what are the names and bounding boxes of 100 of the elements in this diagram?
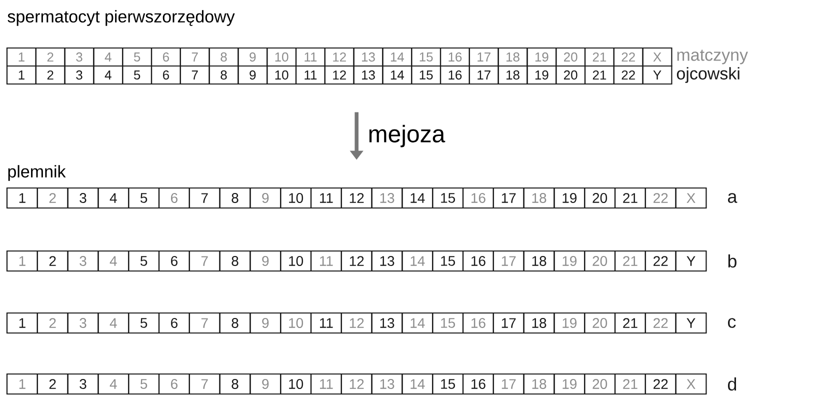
node-label: 22	[654, 193, 668, 203]
node-label: 17	[502, 256, 516, 266]
node-label: 5	[140, 318, 148, 328]
node-label: 15	[441, 318, 456, 328]
node-label: 15	[441, 256, 456, 266]
row-label: c	[728, 318, 736, 328]
node-label: 7	[201, 318, 208, 328]
node-label: 8	[220, 52, 227, 62]
node-label: 11	[320, 256, 333, 266]
node-label: 8	[232, 318, 238, 328]
node-label: 3	[80, 379, 86, 389]
node-label: 18	[532, 379, 546, 389]
node-label: 16	[448, 52, 462, 62]
node-label: 19	[562, 318, 577, 328]
node-label: X	[686, 379, 696, 389]
chromosome-row: 1 2 3 4 5 6 7 8 9 10 11 12 13 14 15 16 17 18 19 20 21 22 X	[6, 47, 672, 67]
row-label: b	[728, 254, 736, 268]
node-label: 5	[134, 70, 140, 80]
node-label: 1	[18, 52, 24, 62]
node-label: 4	[110, 256, 117, 266]
node-label: 9	[262, 193, 269, 203]
node-label: 4	[110, 318, 117, 328]
node-label: 12	[350, 193, 364, 203]
node-label: 3	[76, 52, 82, 62]
node-label: 12	[350, 379, 364, 389]
node-label: 14	[410, 193, 425, 203]
node-label: 19	[562, 379, 577, 389]
node-label: 18	[532, 256, 546, 266]
node-label: 21	[623, 193, 638, 203]
node-label: 10	[289, 256, 304, 266]
node-label: 6	[163, 70, 170, 80]
node-label: 9	[262, 318, 269, 328]
node-label: 6	[171, 379, 178, 389]
node-label: 10	[289, 379, 304, 389]
node-label: Y	[653, 70, 662, 80]
node-label: 16	[448, 70, 462, 80]
node-label: 11	[320, 193, 333, 203]
node-label: 10	[275, 52, 288, 62]
heading-label: spermatocyt pierwszorzędowy	[8, 10, 235, 26]
node-label: 3	[80, 318, 86, 328]
node-label: 13	[380, 318, 394, 328]
node-label: 20	[592, 256, 608, 266]
node-label: 14	[410, 318, 425, 328]
row-label: ojcowski	[676, 67, 740, 83]
node-label: 9	[262, 379, 269, 389]
node-label: 11	[320, 318, 333, 328]
node-label: 7	[192, 52, 198, 62]
node-label: 22	[622, 52, 635, 62]
node-label: 7	[201, 256, 208, 266]
node-label: Y	[686, 256, 696, 266]
node-label: 16	[471, 193, 486, 203]
node-label: 15	[420, 70, 433, 80]
node-label: 21	[623, 379, 638, 389]
node-label: 18	[506, 70, 520, 80]
node-label: 6	[163, 52, 170, 62]
node-label: 5	[140, 256, 148, 266]
node-label: 2	[47, 70, 54, 80]
node-label: 20	[564, 70, 578, 80]
chromosome-row: 1 2 3 4 5 6 7 8 9 10 11 12 13 14 15 16 17 18 19 20 21 22 Y	[6, 65, 672, 85]
node-label: 15	[441, 193, 456, 203]
node-label: 20	[564, 52, 578, 62]
node-label: 4	[110, 379, 117, 389]
node-label: 22	[622, 70, 635, 80]
node-label: 14	[390, 70, 404, 80]
node-label: 15	[441, 379, 456, 389]
node-label: 10	[275, 70, 288, 80]
node-label: 5	[140, 193, 148, 203]
chromosome-row: 1 2 3 4 5 6 7 8 9 10 11 12 13 14 15 16 17 18 19 20 21 22 X	[6, 187, 707, 209]
node-label: 17	[502, 318, 516, 328]
node-label: 12	[350, 256, 364, 266]
node-label: 8	[232, 256, 238, 266]
node-label: 11	[304, 70, 317, 80]
node-label: 13	[380, 193, 394, 203]
node-label: 3	[80, 193, 86, 203]
node-label: 21	[592, 70, 606, 80]
node-label: 14	[390, 52, 404, 62]
node-label: 2	[49, 379, 56, 389]
node-label: 17	[502, 193, 516, 203]
node-label: 3	[80, 256, 86, 266]
node-label: 11	[320, 379, 333, 389]
node-label: 17	[502, 379, 516, 389]
node-label: 21	[592, 52, 606, 62]
node-label: 19	[535, 70, 548, 80]
node-label: 7	[201, 379, 208, 389]
node-label: 10	[289, 193, 304, 203]
node-label: 2	[49, 193, 56, 203]
node-label: 16	[471, 318, 486, 328]
node-label: 8	[220, 70, 227, 80]
node-label: 11	[304, 52, 317, 62]
node-label: 17	[478, 52, 490, 62]
node-label: 1	[18, 70, 24, 80]
node-label: X	[653, 52, 662, 62]
node-label: 5	[140, 379, 148, 389]
node-label: 16	[471, 256, 486, 266]
node-label: 19	[535, 52, 548, 62]
node-label: 6	[171, 193, 178, 203]
node-label: 7	[192, 70, 198, 80]
node-label: 22	[654, 318, 668, 328]
node-label: 3	[76, 70, 82, 80]
node-label: Y	[686, 318, 696, 328]
